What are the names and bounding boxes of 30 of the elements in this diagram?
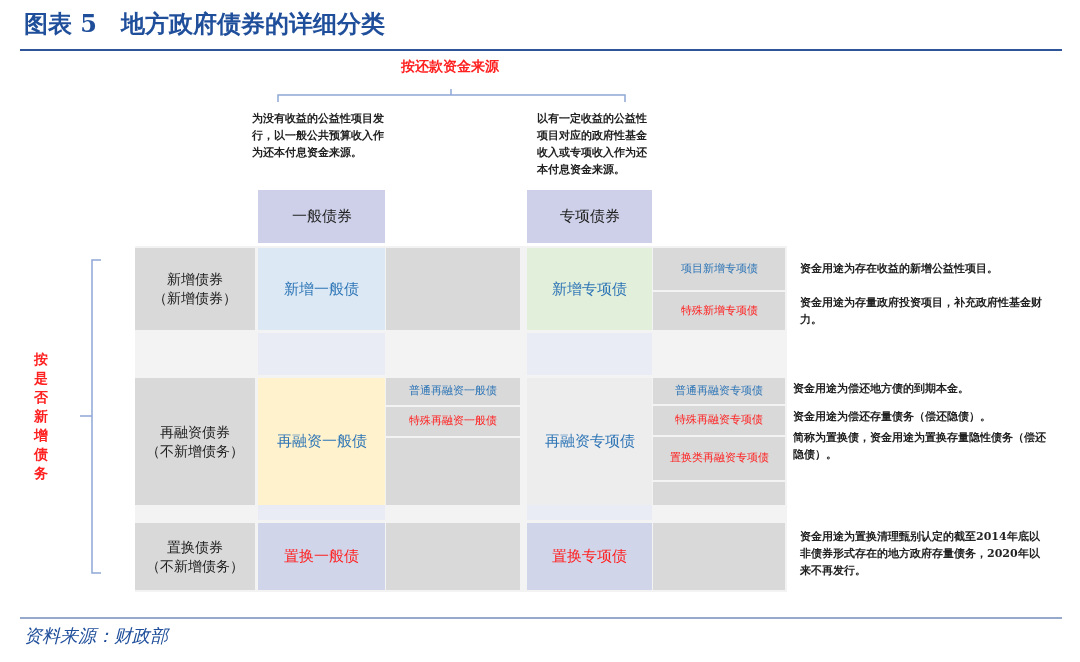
category-cell: 再融资一般债 (258, 378, 385, 505)
header-cell: 一般债券 (258, 190, 385, 243)
subcategory-cell: 普通再融资专项债 (653, 378, 785, 404)
category-cell: 置换专项债 (527, 523, 652, 590)
description-text: 为没有收益的公益性项目发行，以一般公共预算收入作为还本付息资金来源。 (252, 111, 385, 161)
subcategory-cell: 特殊再融资专项债 (653, 406, 785, 435)
note-text: 资金用途为偿还地方债的到期本金。 (793, 381, 970, 397)
category-cell: 新增专项债 (527, 248, 652, 330)
subcategory-cell: 项目新增专项债 (653, 248, 785, 290)
category-cell: 再融资专项债 (527, 378, 652, 505)
vertical-label: 按是否新增债务 (33, 350, 49, 483)
row-header-cell: 再融资债券（不新增债务） (135, 378, 255, 505)
subcategory-cell: 特殊再融资一般债 (386, 407, 520, 436)
note-text: 资金用途为存在收益的新增公益性项目。 (800, 261, 999, 277)
row-header-cell: 新增债券（新增债券） (135, 248, 255, 330)
category-cell: 新增一般债 (258, 248, 385, 330)
description-text: 以有一定收益的公益性项目对应的政府性基金收入或专项收入作为还本付息资金来源。 (537, 111, 648, 178)
subcategory-cell: 置换类再融资专项债 (653, 437, 785, 480)
note-text: 资金用途为置换清理甄别认定的截至2014年底以非债券形式存在的地方政府存量债务，2020年以来不再发行。 (800, 529, 1041, 579)
subcategory-cell: 特殊新增专项债 (653, 292, 785, 330)
row-header-cell: 置换债券（不新增债务） (135, 523, 255, 590)
title: 图表 5 地方政府债券的详细分类 (24, 8, 386, 40)
note-text: 简称为置换债，资金用途为置换存量隐性债务（偿还隐债）。 (793, 430, 1047, 463)
category-cell: 置换一般债 (258, 523, 385, 590)
header-cell: 专项债券 (527, 190, 652, 243)
subcategory-cell: 普通再融资一般债 (386, 378, 520, 405)
source-note: 资料来源：财政部 (24, 624, 168, 648)
note-text: 资金用途为存量政府投资项目，补充政府性基金财力。 (800, 295, 1043, 328)
group-label: 按还款资金来源 (400, 58, 500, 76)
note-text: 资金用途为偿还存量债务（偿还隐债）。 (793, 409, 992, 425)
